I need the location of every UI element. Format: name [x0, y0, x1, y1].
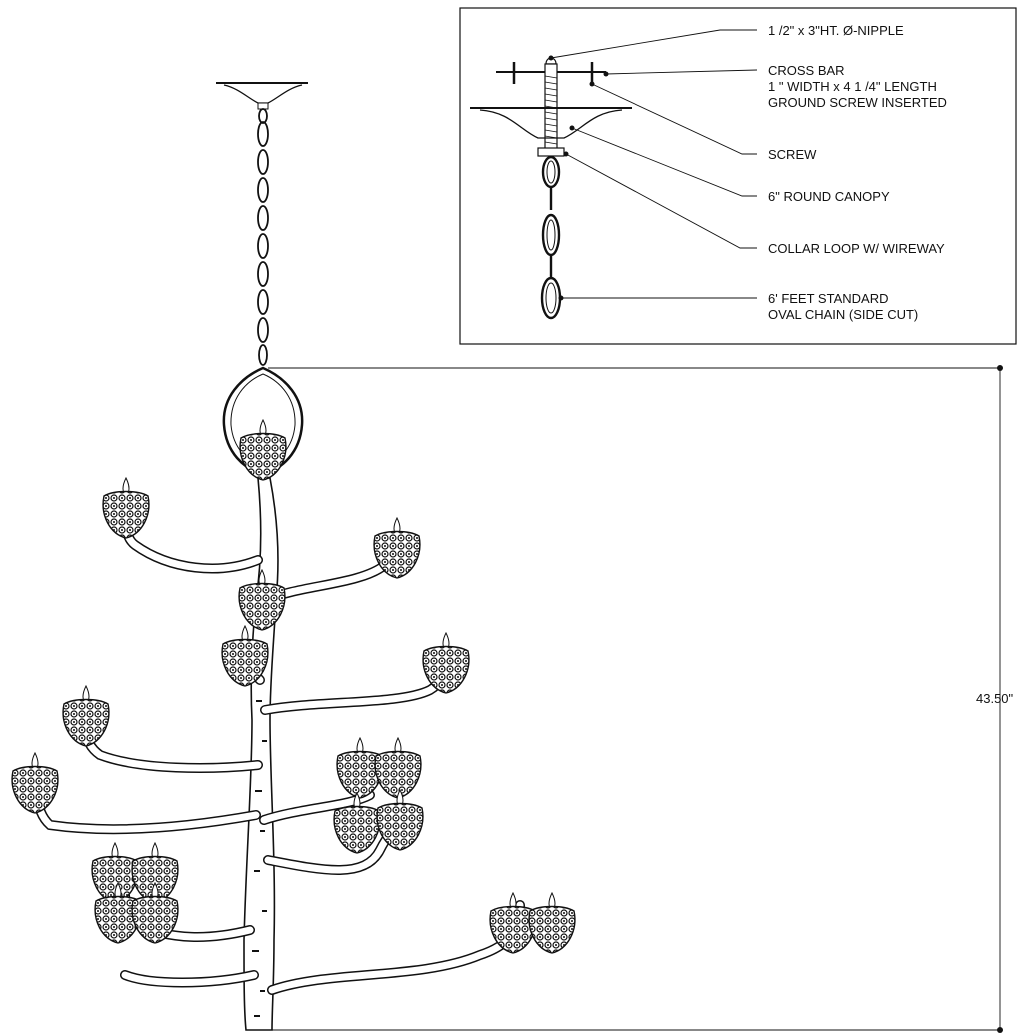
lamp-bottom-right-2: [528, 892, 576, 954]
lamp-right-mid: [422, 632, 470, 694]
lamp-cluster-right-2: [374, 737, 422, 799]
detail-inset: 1 /2" x 3"HT. Ø-NIPPLE CROSS BAR 1 " WID…: [459, 7, 1017, 345]
callout-collar: COLLAR LOOP W/ WIREWAY: [768, 241, 945, 256]
detail-canopy: [479, 109, 623, 139]
detail-collar: [537, 147, 565, 157]
lamp-left-outer: [11, 752, 59, 814]
callout-nipple: 1 /2" x 3"HT. Ø-NIPPLE: [768, 23, 904, 38]
lamp-left-upper: [102, 477, 150, 539]
chandelier: [11, 82, 576, 1031]
callout-chain: 6' FEET STANDARD OVAL CHAIN (SIDE CUT): [768, 291, 918, 322]
hanging-chain: [257, 108, 269, 366]
callout-crossbar: CROSS BAR 1 " WIDTH x 4 1 /4" LENGTH GRO…: [768, 63, 947, 110]
callout-screw: SCREW: [768, 147, 817, 162]
height-dimension: 43.50": [268, 365, 1014, 1033]
callout-canopy: 6" ROUND CANOPY: [768, 189, 890, 204]
dimension-label: 43.50": [976, 691, 1014, 706]
lamp-left-mid: [62, 685, 110, 747]
lamp-top: [239, 419, 287, 481]
